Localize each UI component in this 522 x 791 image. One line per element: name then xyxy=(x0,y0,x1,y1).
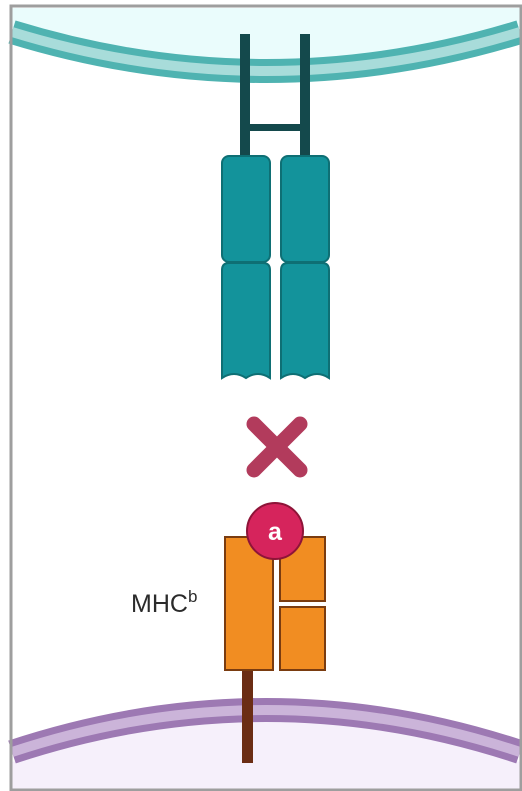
tcr-beta-constant-domain xyxy=(280,155,330,263)
top-cell xyxy=(8,8,522,83)
x-mark-icon xyxy=(246,416,308,478)
tcr-beta-variable-domain xyxy=(280,262,330,380)
mhc-stalk xyxy=(242,668,253,763)
bottom-cell-cytoplasm xyxy=(12,715,520,791)
mhc-beta2m-domain xyxy=(279,606,326,671)
mhc-label: MHCb xyxy=(131,588,197,618)
tcr-alpha-variable-domain xyxy=(221,262,271,380)
peptide-label: a xyxy=(268,518,283,546)
peptide-antigen: a xyxy=(246,502,304,560)
mhc-label-superscript: b xyxy=(187,587,198,606)
bottom-cell-membrane-inner xyxy=(10,705,522,757)
bottom-cell xyxy=(8,698,522,791)
tcr-stalk-right xyxy=(300,34,310,162)
diagram-frame xyxy=(9,4,522,791)
mhc-label-text: MHC xyxy=(131,590,188,618)
tcr-disulfide-bridge xyxy=(249,124,301,131)
tcr-stalk-left xyxy=(240,34,250,162)
t-cell-receptor xyxy=(221,34,330,380)
peptide-circle xyxy=(246,502,304,560)
tcr-alpha-constant-domain xyxy=(221,155,271,263)
top-cell-membrane-inner xyxy=(10,27,522,76)
mhc-alpha1-domain xyxy=(279,536,326,602)
